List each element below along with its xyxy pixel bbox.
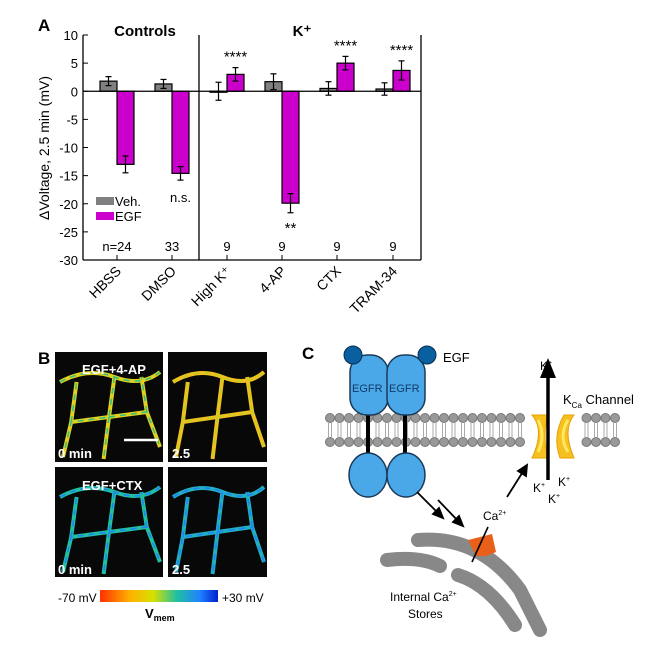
legend-label: Veh. <box>115 194 141 209</box>
colorbar-max: +30 mV <box>222 591 264 605</box>
signaling-arrows <box>416 463 529 528</box>
y-tick-label: 0 <box>71 84 78 99</box>
n-label: 9 <box>278 239 285 254</box>
n-label: 33 <box>165 239 179 254</box>
legend-swatch <box>96 212 114 220</box>
label-egf-ctx: EGF+CTX <box>82 478 143 493</box>
egfr-dimer: EGFR EGFR <box>343 345 437 498</box>
kca-channel <box>530 414 576 459</box>
time-label: 2.5 <box>172 562 190 577</box>
colorbar <box>100 590 218 602</box>
panel-label-c: C <box>302 344 314 363</box>
stores-label: Internal Ca2+ <box>390 590 457 604</box>
y-tick-label: -30 <box>59 253 78 268</box>
internal-ca-stores <box>380 532 547 637</box>
n-label: 9 <box>333 239 340 254</box>
legend-swatch <box>96 197 114 205</box>
y-tick-label: -5 <box>66 112 78 127</box>
y-tick-label: -15 <box>59 169 78 184</box>
colorbar-min: -70 mV <box>58 591 97 605</box>
kca-channel-label: KCa Channel <box>563 392 634 410</box>
egf-label: EGF <box>443 350 470 365</box>
x-tick-label: TRAM-34 <box>346 263 400 317</box>
y-tick-label: -25 <box>59 225 78 240</box>
label-egf-4ap: EGF+4-AP <box>82 362 146 377</box>
stores-label: Stores <box>408 607 443 621</box>
group-label-controls: Controls <box>114 23 176 40</box>
bar-egf <box>116 90 135 165</box>
ca-release-arrow <box>471 526 489 563</box>
bar-egf <box>281 90 300 204</box>
cell-boundaries <box>59 371 161 460</box>
ip3-receptor <box>468 534 496 556</box>
significance-label: **** <box>224 49 248 66</box>
significance-label: ** <box>285 220 297 237</box>
n-label: 9 <box>389 239 396 254</box>
egfr-label: EGFR <box>352 383 383 395</box>
y-tick-label: 5 <box>71 56 78 71</box>
x-tick-label: HBSS <box>86 263 124 301</box>
ca-label: Ca2+ <box>483 509 506 523</box>
significance-label: n.s. <box>170 190 191 205</box>
cell-boundaries <box>59 486 161 575</box>
x-tick-label: DMSO <box>138 263 179 304</box>
y-tick-label: 10 <box>64 28 78 43</box>
panel-label-b: B <box>38 349 50 368</box>
group-label-k: K⁺ <box>293 23 312 40</box>
panel-label-a: A <box>38 16 50 35</box>
k-label: K+ <box>533 481 545 495</box>
n-label: n=24 <box>102 239 131 254</box>
y-axis-label: ΔVoltage, 2.5 min (mV) <box>36 76 52 220</box>
y-tick-label: -10 <box>59 141 78 156</box>
egfr-label: EGFR <box>389 383 420 395</box>
k-label: K+ <box>558 475 570 489</box>
bar-egf <box>171 90 190 174</box>
time-label: 0 min <box>58 562 92 577</box>
n-label: 9 <box>223 239 230 254</box>
time-label: 2.5 <box>172 446 190 461</box>
x-tick-label: CTX <box>313 262 345 294</box>
legend-label: EGF <box>115 209 142 224</box>
arrow-head-icon <box>540 358 556 378</box>
colorbar-label: Vmem <box>145 606 175 623</box>
x-tick-label: High K⁺ <box>188 263 234 309</box>
k-label: K+ <box>548 492 560 506</box>
k-label: K+ <box>540 359 552 373</box>
egf-ligand <box>417 345 437 365</box>
cell-boundaries <box>172 371 265 460</box>
time-label: 0 min <box>58 446 92 461</box>
x-tick-label: 4-AP <box>256 263 289 296</box>
y-tick-label: -20 <box>59 197 78 212</box>
significance-label: **** <box>390 42 414 59</box>
significance-label: **** <box>334 37 358 54</box>
egf-ligand <box>343 345 363 365</box>
cell-boundaries <box>172 486 265 575</box>
